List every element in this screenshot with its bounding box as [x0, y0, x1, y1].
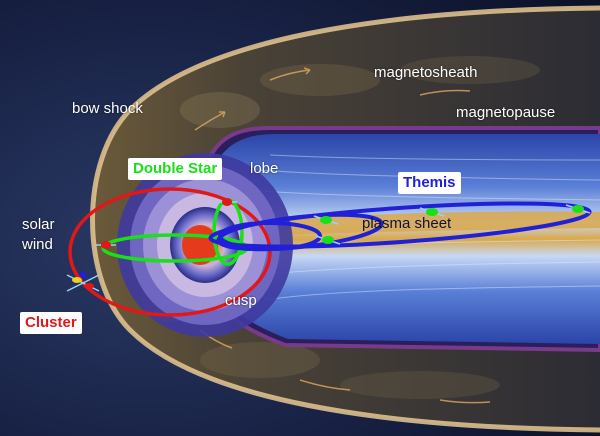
plasma-sheet-label: plasma sheet — [362, 215, 452, 232]
bow-shock-line — [90, 5, 600, 433]
double-star-probe — [96, 241, 116, 249]
double-star-probe — [217, 198, 237, 206]
cusp-label: cusp — [225, 292, 257, 309]
sheath-texture — [140, 56, 540, 399]
magnetotail — [204, 134, 600, 344]
solar-wind-label-line2: wind — [22, 236, 53, 253]
cluster-probes — [66, 272, 100, 292]
lobe-label: lobe — [250, 160, 279, 177]
plasma-sheet — [250, 211, 600, 236]
themis-orbit-outer — [208, 201, 592, 249]
double-star-label: Double Star — [128, 158, 223, 180]
themis-probe — [565, 204, 591, 214]
bow-shock-label: bow shock — [72, 100, 143, 117]
cluster-orbit — [68, 187, 272, 317]
solar-wind-label-line1: solar — [22, 216, 55, 233]
themis-probe — [419, 207, 445, 217]
themis-orbit-inner — [218, 221, 322, 251]
cluster-label: Cluster — [20, 312, 82, 334]
themis-label: Themis — [398, 172, 461, 194]
magnetopause-label: magnetopause — [456, 104, 556, 121]
themis-probe — [313, 215, 339, 225]
magnetosheath-label: magnetosheath — [374, 64, 478, 81]
spacecraft-markers — [66, 198, 591, 292]
themis-probe — [315, 235, 341, 245]
